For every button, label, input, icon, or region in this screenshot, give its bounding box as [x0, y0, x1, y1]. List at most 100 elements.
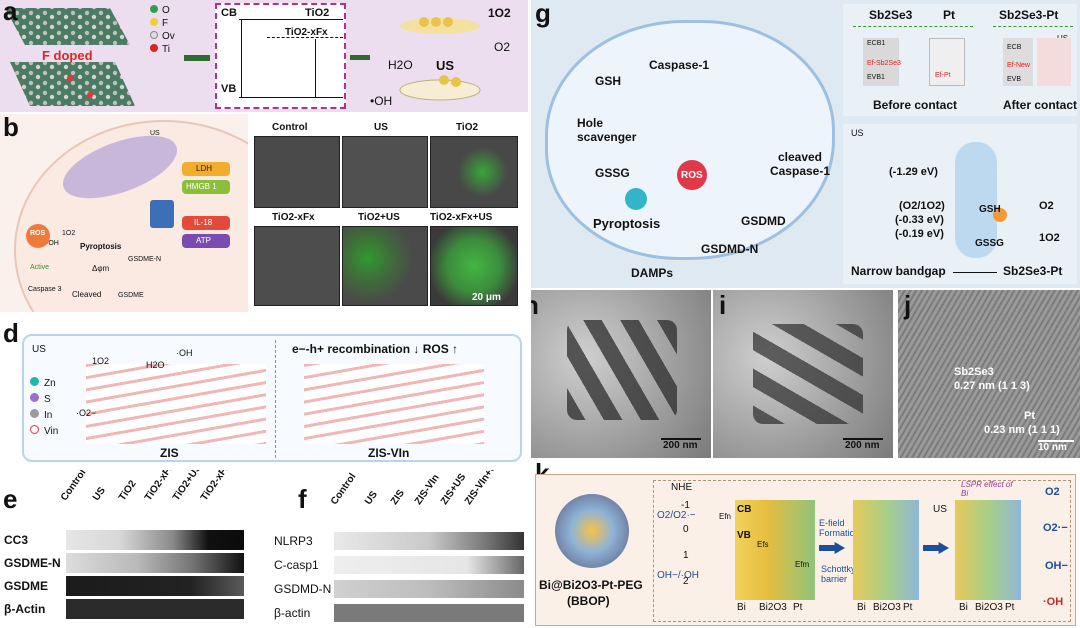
- blot-gsdme: [66, 576, 244, 596]
- pt-label-j: Pt: [1024, 410, 1035, 422]
- ef-new-label: Ef-New: [1007, 62, 1030, 69]
- after-right-block: [1037, 38, 1071, 86]
- level-2b: (-0.33 eV): [895, 214, 944, 226]
- damps-label: DAMPs: [631, 266, 674, 280]
- semiconductor-block-1: [735, 500, 815, 600]
- gsdme-label: GSDME: [118, 292, 144, 299]
- tick-1: 1: [683, 550, 689, 561]
- o2-couple-label: O2/O2·−: [657, 510, 696, 521]
- vb-label-k: VB: [737, 530, 751, 541]
- us-label: US: [150, 130, 160, 137]
- panel-label-e: e: [3, 484, 18, 514]
- ros-burst-icon: [677, 160, 707, 190]
- blot-beta-actin: [66, 599, 244, 619]
- nhe-label: NHE: [671, 482, 693, 493]
- panel-c: c Control US TiO2 TiO2-xFx TiO2+US TiO2-…: [250, 114, 528, 312]
- row-gsdme-n: GSDME-N: [4, 556, 61, 570]
- oh-radical-label: ·OH: [1043, 596, 1064, 608]
- tick-0: 0: [683, 524, 689, 535]
- bi-label-2: Bi: [857, 602, 866, 613]
- arrow-right-icon: [953, 272, 997, 273]
- row-gsdmd-n: GSDMD-N: [274, 582, 332, 596]
- semiconductor-block-3: [955, 500, 1021, 600]
- panel-i: i 200 nm: [713, 290, 893, 458]
- nanorod-cluster-h: [567, 320, 677, 420]
- header-tio2: TiO2: [456, 122, 479, 133]
- panel-b: b US ROS ·OH 1O2 Pyroptosis Δφm Active C…: [0, 114, 248, 312]
- schottky-label: Schottky barrier: [821, 564, 856, 584]
- us-label-k: US: [933, 504, 947, 515]
- singlet-o2-label: 1O2: [488, 6, 511, 20]
- level-2a: (O2/1O2): [899, 200, 945, 212]
- pyroptosis-label: Pyroptosis: [80, 242, 122, 251]
- energy-levels: US (-1.29 eV) (O2/1O2) (-0.33 eV) (-0.19…: [843, 124, 1077, 284]
- tick-2: 2: [683, 576, 689, 587]
- f-doped-label: F doped: [42, 48, 93, 63]
- bi2o3-label-3: Bi2O3: [975, 602, 1003, 613]
- panel-h: h 200 nm: [531, 290, 711, 458]
- pt-title: Pt: [943, 8, 955, 22]
- us-label: US: [436, 58, 455, 73]
- ef-pt-label: Ef-Pt: [935, 72, 951, 79]
- nanorod-cluster-i: [753, 324, 863, 424]
- singlet-o2-label-d: 1O2: [92, 356, 110, 366]
- micrograph-tio2fx-us: [430, 226, 518, 306]
- blot-beta-actin-f: [334, 604, 524, 622]
- gssg-label-2: GSSG: [975, 238, 1004, 249]
- o2-label: 1O2: [62, 230, 76, 237]
- zis-label: ZIS: [160, 446, 179, 460]
- header-tio2fx: TiO2-xFx: [272, 212, 315, 223]
- pt-node-icon: [993, 208, 1007, 222]
- gsdmd-label: GSDMD: [741, 214, 786, 228]
- oh-couple-label: OH−/·OH: [657, 570, 699, 581]
- col-zis-vin-f: ZIS-VIn: [412, 472, 442, 507]
- cb-label: CB: [221, 7, 237, 19]
- scale-bar-h: 200 nm: [663, 440, 698, 451]
- level-3: (-0.19 eV): [895, 228, 944, 240]
- after-contact-label: After contact: [1003, 98, 1078, 112]
- col-tio2fx-us: TiO2-xFx+US: [198, 470, 244, 503]
- scale-bar-i: 200 nm: [845, 440, 880, 451]
- tick-neg1: -1: [681, 500, 690, 511]
- col-us-f: US: [362, 489, 380, 507]
- gsdme-n-label: GSDME-N: [128, 256, 162, 263]
- legend-in: In: [44, 410, 53, 421]
- atom-legend-d: Zn S In Vin: [30, 376, 58, 440]
- pyroptosis-label-g: Pyroptosis: [593, 216, 661, 231]
- micrograph-tio2: [430, 136, 518, 208]
- arrow-right-icon: [923, 542, 949, 554]
- o2-radical-label: O2·−: [1043, 522, 1068, 534]
- ros-burst-icon: [26, 224, 50, 248]
- legend-s: S: [44, 394, 51, 405]
- caspase3-label: Caspase 3: [28, 286, 62, 293]
- col-tio2: TiO2: [116, 478, 139, 503]
- panel-label-j: j: [904, 290, 912, 320]
- efield-label: E-field Formation: [819, 518, 860, 538]
- evb1-label: EVB1: [867, 74, 885, 81]
- legend-ti: Ti: [162, 44, 170, 55]
- blot-gsdmd-n: [334, 580, 524, 598]
- level-1: (-1.29 eV): [889, 166, 938, 178]
- col-zis-f: ZIS: [388, 487, 407, 507]
- oh-label: ·OH: [46, 240, 59, 247]
- header-tio2fx-us: TiO2-xFx+US: [430, 212, 493, 223]
- sb2se3-label-j: Sb2Se3: [954, 366, 994, 378]
- hole-scavenger-label: Hole scavenger: [577, 116, 637, 144]
- blot-c-casp1: [334, 556, 524, 574]
- legend-ov: Ov: [162, 31, 175, 42]
- bi-label-1: Bi: [737, 602, 746, 613]
- tio2-lattice-illustration: [5, 8, 135, 106]
- panel-label-a: a: [3, 0, 18, 26]
- col-us: US: [90, 485, 108, 503]
- col-tio2fx: TiO2-xFx: [142, 470, 177, 503]
- pt-block: [929, 38, 965, 86]
- singlet-o2-label-g: 1O2: [1039, 232, 1060, 244]
- il18-badge: [182, 216, 230, 230]
- sb2se3-pt-target: Sb2Se3-Pt: [1003, 264, 1063, 278]
- d-spacing-2: 0.23 nm (1 1 1): [984, 424, 1060, 436]
- recombination-title: e−-h+ recombination ↓ ROS ↑: [292, 342, 459, 356]
- col-control-f: Control: [328, 471, 359, 507]
- ecb-label: ECB: [1007, 44, 1022, 51]
- oh-label: •OH: [370, 94, 393, 108]
- zis-left-structure: [86, 364, 266, 444]
